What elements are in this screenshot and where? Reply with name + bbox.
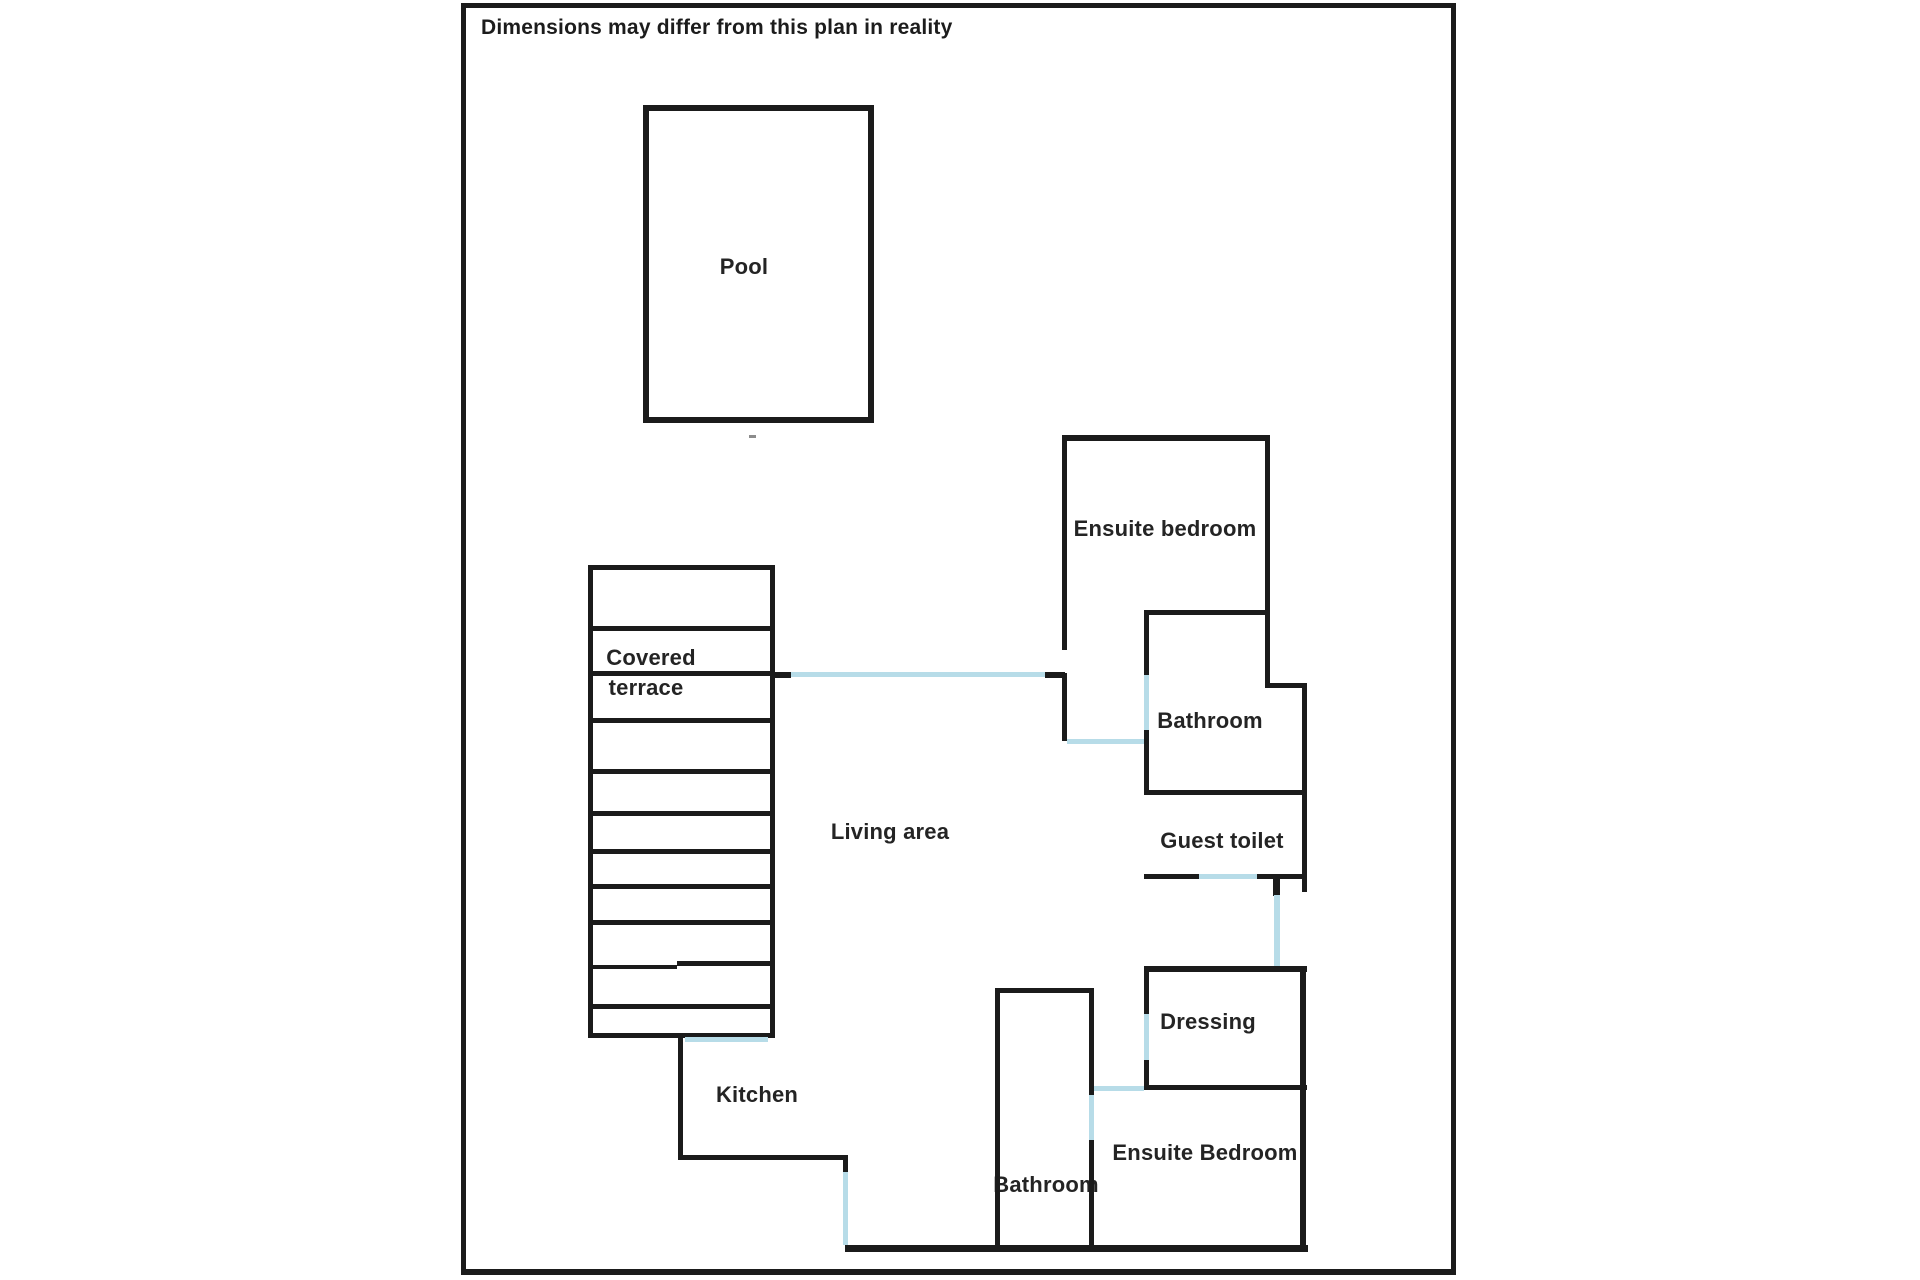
wall-segment [1144, 610, 1149, 675]
wall-segment [843, 1160, 848, 1172]
wall-segment [588, 1033, 775, 1038]
wall-segment [1300, 966, 1306, 1252]
wall-segment [845, 1245, 1308, 1252]
room-label-dressing: Dressing [1160, 1009, 1256, 1034]
wall-segment [1273, 879, 1280, 896]
wall-segment [770, 565, 775, 1038]
wall-segment [995, 988, 1000, 1250]
wall-segment [461, 3, 1456, 8]
room-label-bathroom-bottom: Bathroom [993, 1172, 1099, 1197]
room-label-kitchen: Kitchen [715, 1082, 799, 1107]
wall-segment [590, 671, 773, 676]
room-label-guest-toilet: Guest toilet [1160, 828, 1284, 853]
room-label-ensuite-bedroom-bottom: Ensuite Bedroom [1112, 1140, 1298, 1165]
wall-segment [1144, 966, 1307, 972]
wall-segment [590, 626, 773, 631]
wall-segment [1062, 435, 1270, 441]
wall-segment [868, 105, 874, 423]
wall-segment [590, 920, 773, 925]
mark-segment [749, 435, 756, 438]
wall-segment [588, 565, 775, 570]
room-label-covered-terrace-line1: Covered [606, 645, 696, 670]
wall-segment [1089, 1140, 1094, 1250]
opening-segment [791, 672, 1045, 677]
wall-segment [590, 965, 677, 969]
room-label-ensuite-bedroom-top: Ensuite bedroom [1073, 516, 1257, 541]
wall-segment [1144, 1060, 1149, 1090]
wall-segment [1257, 874, 1307, 879]
opening-segment [1089, 1095, 1094, 1140]
wall-segment [1144, 874, 1199, 879]
wall-segment [1144, 790, 1307, 795]
wall-segment [775, 672, 791, 678]
disclaimer-text: Dimensions may differ from this plan in … [481, 16, 953, 39]
wall-segment [1144, 610, 1270, 615]
wall-segment [461, 3, 466, 1275]
opening-segment [843, 1172, 848, 1245]
wall-segment [1062, 673, 1067, 741]
opening-segment [1094, 1086, 1144, 1091]
wall-segment [1045, 672, 1065, 678]
wall-segment [590, 769, 773, 774]
wall-segment [678, 1038, 683, 1160]
room-label-covered-terrace-line2: terrace [608, 675, 684, 700]
wall-segment [590, 884, 773, 889]
wall-segment [1062, 435, 1067, 650]
room-label-pool: Pool [719, 254, 769, 279]
wall-segment [1089, 988, 1094, 1095]
wall-segment [1144, 730, 1149, 795]
opening-segment [1199, 874, 1257, 879]
room-label-bathroom-top: Bathroom [1157, 708, 1263, 733]
wall-segment [643, 105, 874, 111]
wall-segment [1451, 3, 1456, 1275]
wall-segment [590, 1004, 773, 1009]
wall-segment [995, 988, 1094, 993]
opening-segment [685, 1037, 768, 1042]
wall-segment [590, 811, 773, 816]
wall-segment [1265, 435, 1270, 688]
opening-segment [1144, 1014, 1149, 1060]
opening-segment [1067, 739, 1144, 744]
wall-segment [678, 1155, 848, 1160]
opening-segment [1274, 895, 1280, 966]
wall-segment [461, 1269, 1456, 1275]
wall-segment [1144, 966, 1149, 1014]
wall-segment [1265, 683, 1307, 688]
wall-segment [1144, 1085, 1307, 1090]
wall-segment [643, 105, 649, 423]
wall-segment [590, 718, 773, 723]
opening-segment [1144, 675, 1149, 730]
wall-segment [1302, 683, 1307, 892]
room-label-living-area: Living area [830, 819, 950, 844]
wall-segment [588, 565, 593, 1038]
wall-segment [643, 417, 874, 423]
wall-segment [677, 961, 773, 966]
wall-segment [590, 849, 773, 854]
